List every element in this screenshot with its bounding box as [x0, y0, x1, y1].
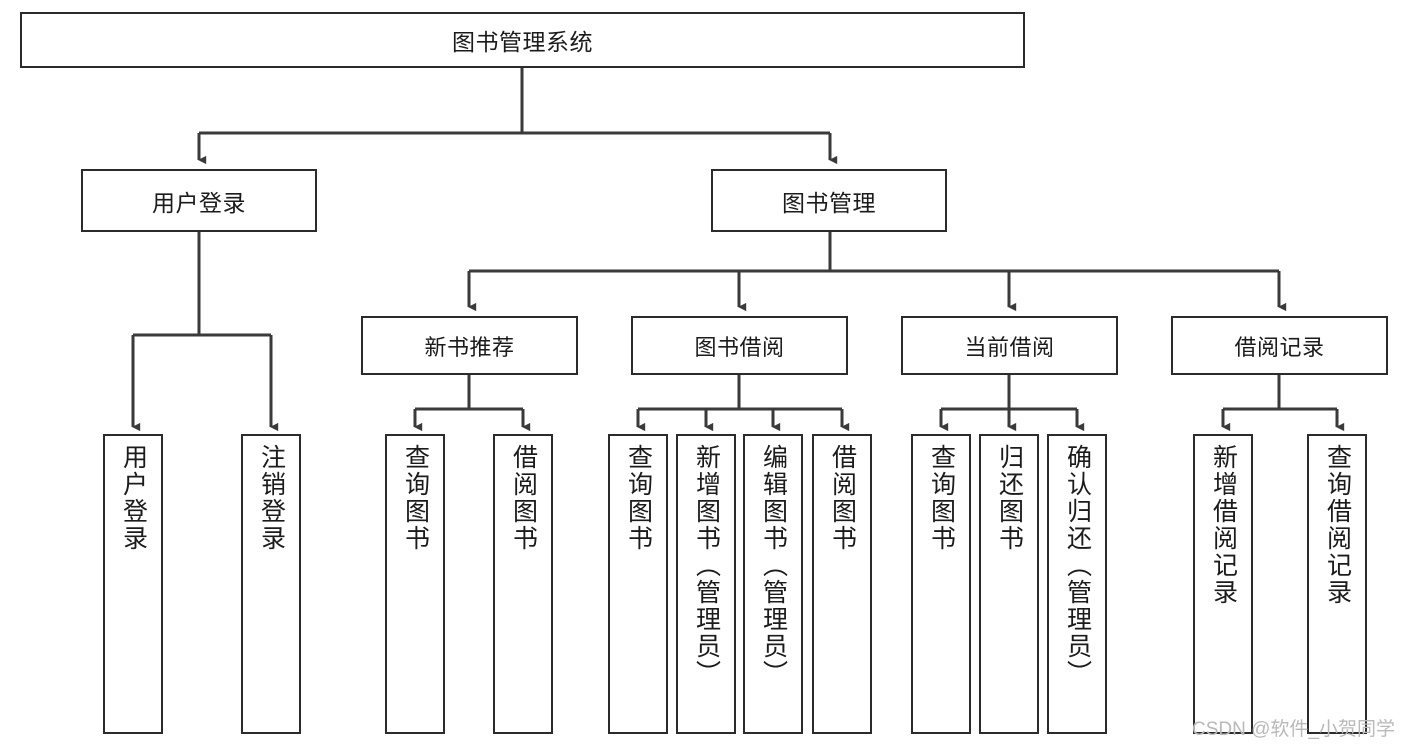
leaf-borrow-book-recommend[interactable]: 借阅图书: [493, 434, 553, 734]
node-label: 查询图书: [927, 444, 956, 552]
leaf-add-borrow-record[interactable]: 新增借阅记录: [1193, 434, 1253, 734]
leaf-confirm-return-admin[interactable]: 确认归还（管理员）: [1047, 434, 1107, 734]
node-label: 确认归还（管理员）: [1063, 444, 1092, 687]
node-label: 图书借阅: [694, 334, 785, 360]
node-label: 查询图书: [401, 444, 430, 552]
node-label: 借阅图书: [828, 444, 857, 552]
node-label: 新书推荐: [424, 334, 515, 360]
node-label: 借阅图书: [509, 444, 538, 552]
node-new-book-recommend[interactable]: 新书推荐: [361, 316, 578, 375]
leaf-query-book-borrow[interactable]: 查询图书: [608, 434, 668, 734]
leaf-edit-book-admin[interactable]: 编辑图书（管理员）: [743, 434, 803, 734]
node-label: 查询借阅记录: [1323, 444, 1352, 606]
node-book-management[interactable]: 图书管理: [711, 169, 947, 232]
node-label: 图书管理系统: [452, 29, 593, 55]
node-label: 用户登录: [119, 444, 148, 552]
leaf-borrow-book[interactable]: 借阅图书: [812, 434, 872, 734]
node-borrow-record[interactable]: 借阅记录: [1171, 316, 1388, 375]
node-label: 查询图书: [624, 444, 653, 552]
node-book-borrow[interactable]: 图书借阅: [631, 316, 848, 375]
leaf-query-borrow-record[interactable]: 查询借阅记录: [1307, 434, 1367, 734]
node-current-borrow[interactable]: 当前借阅: [901, 316, 1118, 375]
node-label: 图书管理: [782, 189, 876, 216]
node-label: 借阅记录: [1234, 334, 1325, 360]
node-label: 新增借阅记录: [1209, 444, 1238, 606]
node-label: 当前借阅: [964, 334, 1055, 360]
leaf-return-book[interactable]: 归还图书: [979, 434, 1039, 734]
node-label: 新增图书（管理员）: [692, 444, 721, 687]
leaf-query-book-current[interactable]: 查询图书: [911, 434, 971, 734]
leaf-user-login[interactable]: 用户登录: [103, 434, 163, 734]
node-label: 注销登录: [257, 444, 286, 552]
leaf-add-book-admin[interactable]: 新增图书（管理员）: [676, 434, 736, 734]
node-root-book-management-system[interactable]: 图书管理系统: [20, 12, 1025, 68]
node-label: 用户登录: [152, 189, 246, 216]
node-label: 编辑图书（管理员）: [759, 444, 788, 687]
node-label: 归还图书: [995, 444, 1024, 552]
leaf-logout[interactable]: 注销登录: [241, 434, 301, 734]
node-user-login[interactable]: 用户登录: [81, 169, 317, 232]
csdn-watermark: CSDN @软件_小贺同学: [1192, 719, 1395, 740]
leaf-query-book-recommend[interactable]: 查询图书: [385, 434, 445, 734]
